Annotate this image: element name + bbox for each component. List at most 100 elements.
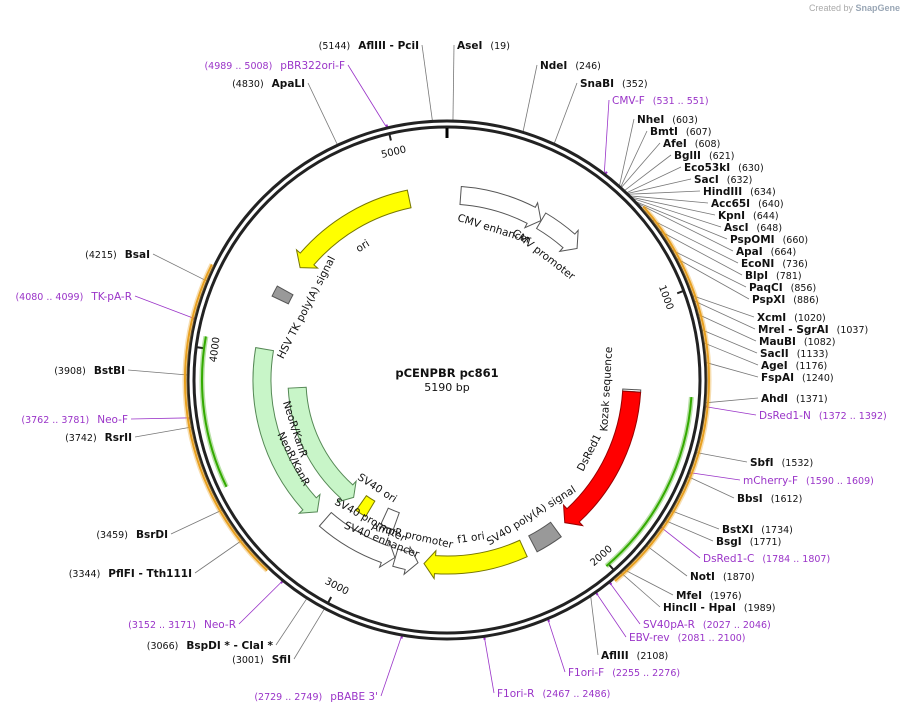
primer-label[interactable]: mCherry-F(1590 .. 1609) [743,475,874,487]
site-label[interactable]: (3001)SfiI [232,654,291,666]
site-label[interactable]: HindIII (634) [703,186,776,198]
credit-prefix: Created by [808,3,853,13]
feature-sv40-promoter[interactable] [318,511,396,569]
site-name: KpnI [718,210,745,222]
site-label[interactable]: SacII(1133) [760,348,828,360]
site-label[interactable]: BmtI(607) [650,126,711,138]
primer-leader-line [546,617,566,673]
site-leader-line [645,544,688,577]
primer-position: (4989 .. 5008) [204,61,272,72]
site-name: ApaI [736,246,763,258]
primer-label[interactable]: (3762 .. 3781)Neo-F [21,414,128,426]
site-label[interactable]: (4215)BsaI [85,249,150,261]
site-label[interactable]: BlpI(781) [745,270,802,282]
feature-neor-inner[interactable] [287,386,357,503]
site-label[interactable]: MfeI(1976) [676,590,742,602]
site-label[interactable]: AgeI(1176) [761,360,827,372]
site-label[interactable]: MreI - SgrAI(1037) [758,324,868,336]
primer-leader-line [703,405,757,416]
site-leader-line [622,154,672,192]
site-position: (3459) [96,530,128,541]
site-label[interactable]: BglII(621) [674,150,734,162]
site-position: (856) [791,283,817,294]
primer-label[interactable]: (3152 .. 3171)Neo-R [128,619,236,631]
site-label[interactable]: Acc65I (640) [711,198,784,210]
site-label[interactable]: ApaI(664) [736,246,796,258]
site-position: (1371) [796,394,828,405]
site-name: Acc65I [711,198,750,210]
primer-name: DsRed1-N [759,410,811,422]
primer-label[interactable]: (4989 .. 5008)pBR322ori-F [204,60,345,72]
primer-label[interactable]: CMV-F(531 .. 551) [612,95,709,107]
site-label[interactable]: PspOMI(660) [730,234,808,246]
primer-label[interactable]: (4080 .. 4099)TK-pA-R [15,291,132,303]
primer-position: (2467 .. 2486) [542,689,610,700]
primer-label[interactable]: F1ori-R(2467 .. 2486) [497,688,610,700]
site-leader-line [631,199,728,240]
site-label[interactable]: SacI(632) [694,174,752,186]
site-leader-line [692,299,756,330]
site-label[interactable]: PspXI(886) [752,294,819,306]
primer-label[interactable]: EBV-rev(2081 .. 2100) [629,632,746,644]
site-label[interactable]: SnaBI(352) [580,78,648,90]
snapgene-brand: SnapGene [855,3,900,13]
feature-dsred1[interactable] [562,390,642,527]
primer-position: (2729 .. 2749) [254,692,322,703]
site-label[interactable]: NotI(1870) [690,571,755,583]
site-label[interactable]: AflIII(2108) [601,650,668,662]
site-label[interactable]: KpnI(644) [718,210,779,222]
primer-position: (4080 .. 4099) [15,292,83,303]
site-label[interactable]: Eco53kI(630) [684,162,764,174]
feature-cmv-enhancer[interactable] [459,185,542,229]
feature-neor-outer[interactable] [252,347,321,514]
site-label[interactable]: (3742)RsrII [65,432,132,444]
feature-ori[interactable] [295,189,412,269]
site-label[interactable]: AseI(19) [457,40,510,52]
site-label[interactable]: MauBI(1082) [759,336,836,348]
site-label[interactable]: (5144)AflIII - PciI [319,40,419,52]
primer-leader-line [238,579,285,625]
feature-cmv-promoter[interactable] [535,212,579,253]
site-name: EcoNI [741,258,774,270]
site-label[interactable]: BbsI(1612) [737,493,802,505]
site-label[interactable]: (3459)BsrDI [96,529,168,541]
site-position: (634) [750,187,776,198]
feature-sv40-ori[interactable] [355,494,376,518]
site-name: HindIII [703,186,742,198]
feature-sv40-polya[interactable] [528,521,562,553]
primer-label[interactable]: F1ori-F(2255 .. 2276) [568,667,680,679]
site-label[interactable]: AhdI(1371) [761,393,828,405]
feature-hsv-tk-polya[interactable] [271,285,294,305]
site-label[interactable]: EcoNI(736) [741,258,808,270]
site-position: (603) [672,115,698,126]
site-label[interactable]: BstXI(1734) [722,524,793,536]
site-label[interactable]: BsgI(1771) [716,536,781,548]
site-leader-line [628,196,716,216]
site-position: (640) [758,199,784,210]
site-label[interactable]: XcmI(1020) [757,312,826,324]
primer-label[interactable]: DsRed1-N(1372 .. 1392) [759,410,887,422]
site-label[interactable]: FspAI(1240) [761,372,834,384]
site-label[interactable]: (3066)BspDI * - ClaI * [147,640,274,652]
site-name: FspAI [761,372,794,384]
primer-marker [608,581,613,586]
primer-label[interactable]: DsRed1-C(1784 .. 1807) [703,553,830,565]
site-label[interactable]: AfeI(608) [663,138,720,150]
site-label[interactable]: NdeI(246) [540,60,601,72]
site-label[interactable]: HincII - HpaI(1989) [663,602,775,614]
site-position: (3066) [147,641,179,652]
primer-label[interactable]: SV40pA-R(2027 .. 2046) [643,619,771,631]
site-name: SbfI [750,457,774,469]
site-leader-line [704,361,759,378]
site-label[interactable]: (3344)PflFI - Tth111I [69,568,192,580]
site-label[interactable]: SbfI(1532) [750,457,813,469]
site-label[interactable]: PaqCI(856) [749,282,816,294]
site-label[interactable]: NheI(603) [637,114,698,126]
primer-label[interactable]: (2729 .. 2749)pBABE 3' [254,691,378,703]
site-label[interactable]: (3908)BstBI [54,365,125,377]
site-label[interactable]: AscI(648) [724,222,782,234]
site-label[interactable]: (4830)ApaLI [232,78,305,90]
feature-f1-ori[interactable] [423,539,528,581]
feature-sv40-enhancer[interactable] [380,507,400,531]
ruler-tick [197,346,204,350]
